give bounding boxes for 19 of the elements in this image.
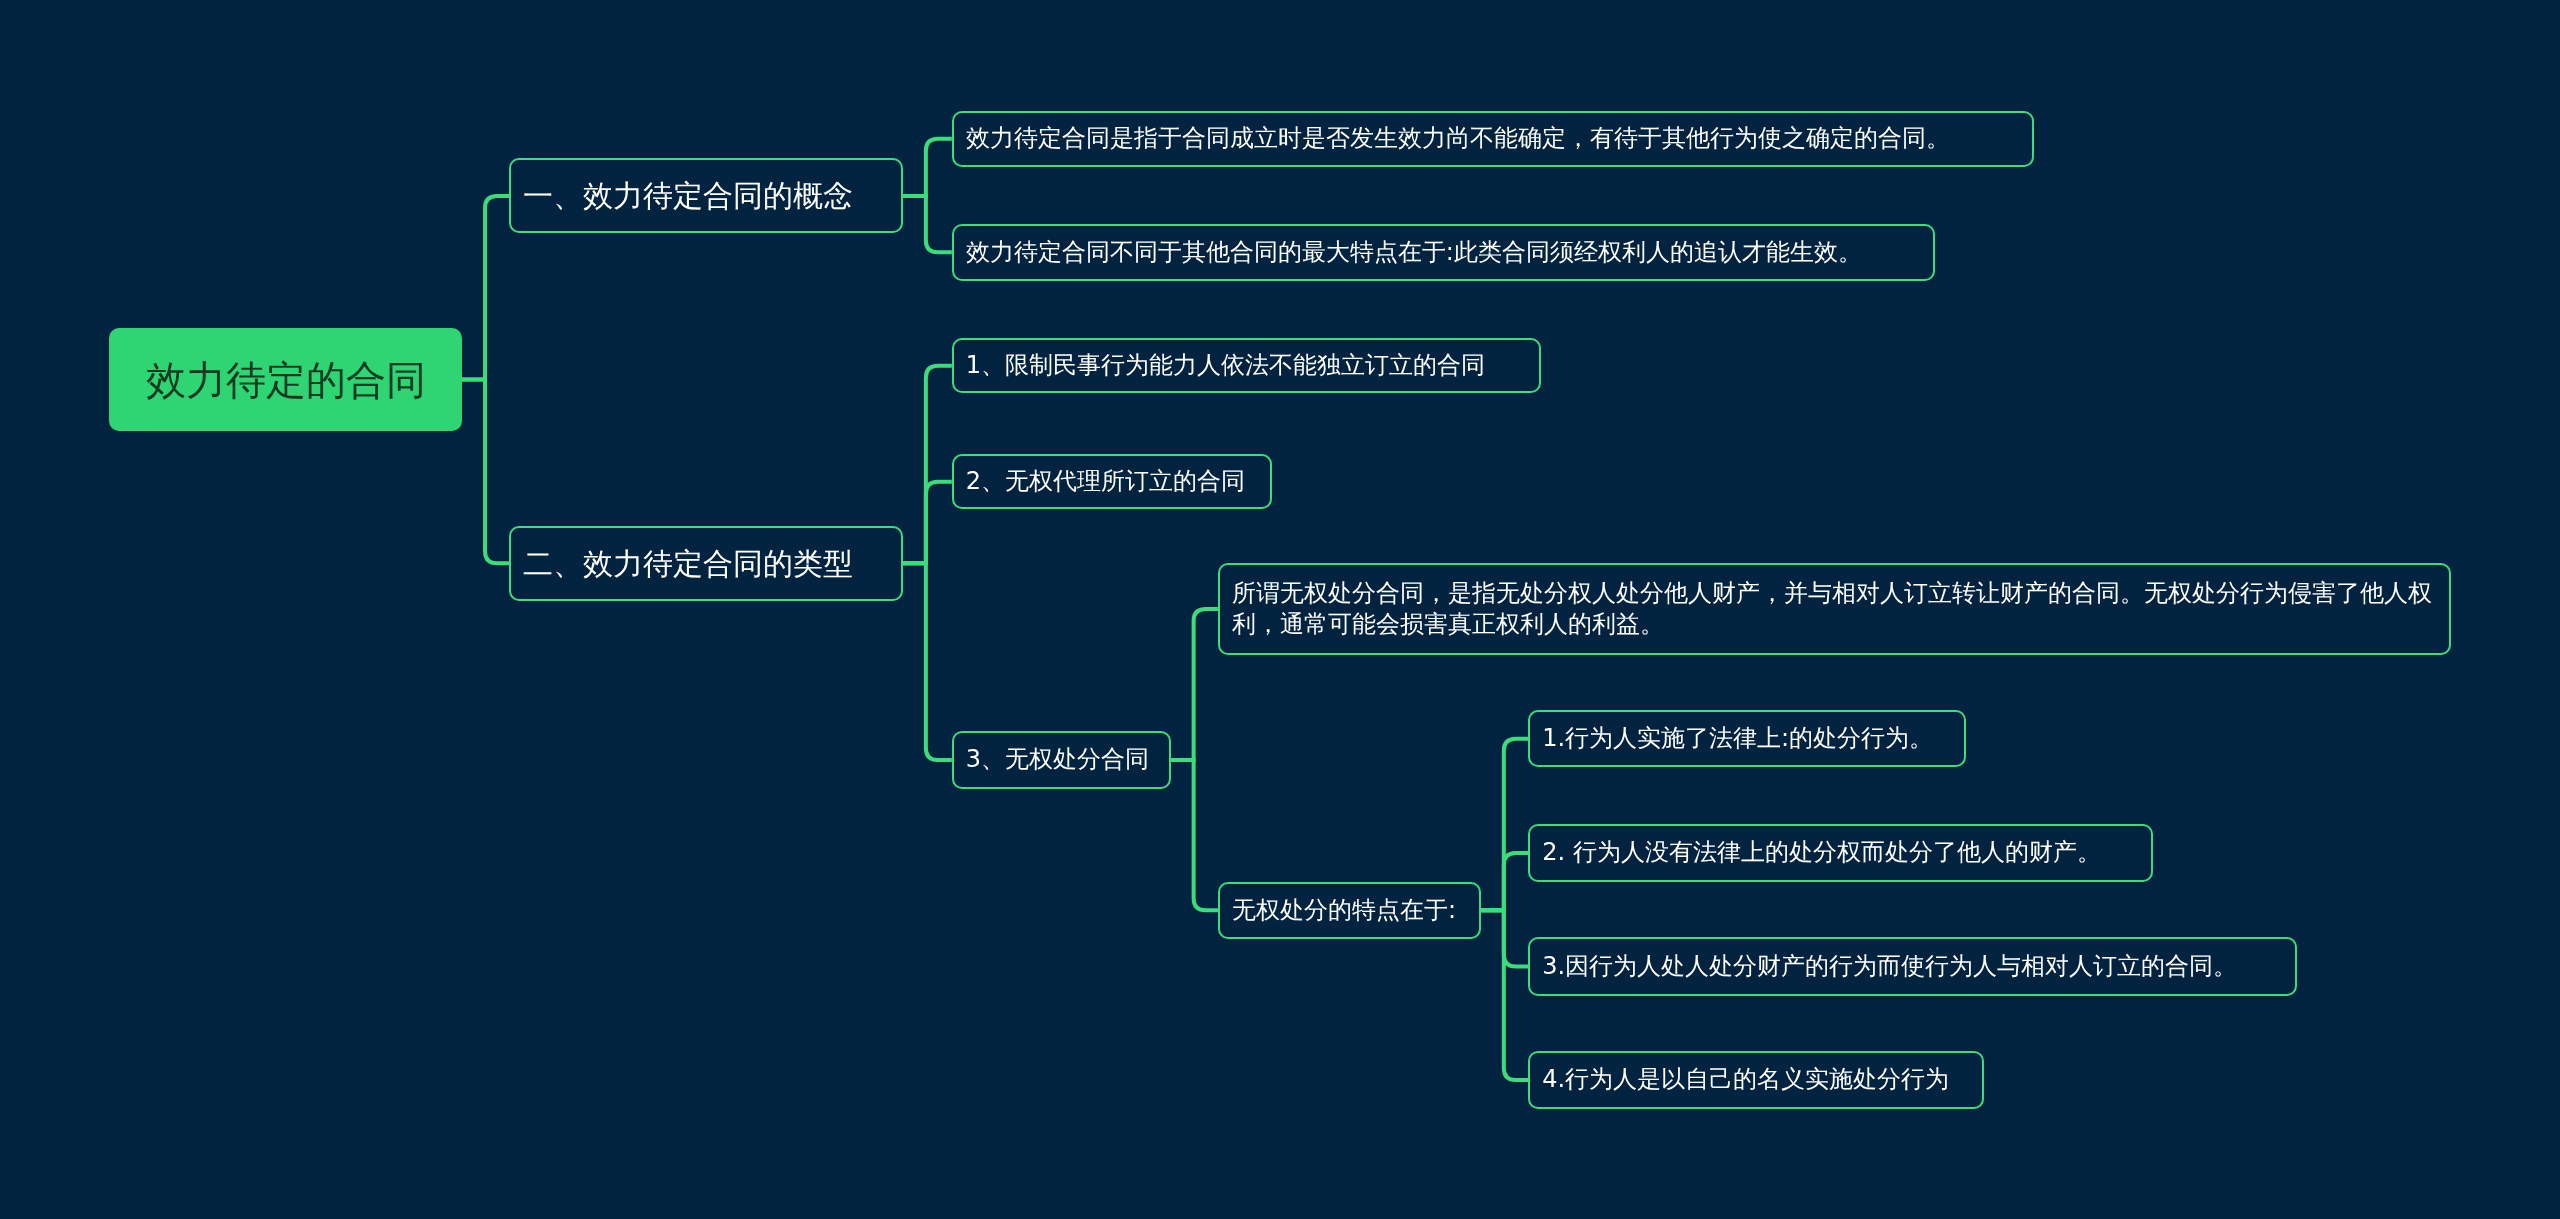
connector-line (462, 377, 510, 566)
connector-line (902, 193, 952, 255)
connector-line (902, 561, 952, 762)
subtopic-box: 效力待定合同是指于合同成立时是否发生效力尚不能确定，有待于其他行为使之确定的合同。 (951, 111, 2035, 167)
subtopic-box: 效力待定合同不同于其他合同的最大特点在于:此类合同须经权利人的追认才能生效。 (951, 223, 1935, 281)
subtopic-box: 无权处分的特点在于: (1217, 881, 1481, 939)
subtopic-box: 所谓无权处分合同，是指无处分权人处分他人财产，并与相对人订立转让财产的合同。无权处分行为侵害了他人权利，通常可能会损害真正权利人的利益。 (1217, 563, 2451, 655)
subtopic-box: 1、限制民事行为能力人依法不能独立订立的合同 (951, 337, 1542, 394)
subtopic-box: 1.行为人实施了法律上:的处分行为。 (1528, 710, 1966, 768)
connector-line (1170, 758, 1218, 913)
subtopic-box: 4.行为人是以自己的名义实施处分行为 (1528, 1051, 1984, 1109)
subtopic-box: 2、无权代理所订立的合同 (951, 453, 1272, 510)
topic-box: 一、效力待定合同的概念 (509, 158, 903, 234)
connector-line (1480, 908, 1529, 1082)
subtopic-box: 3.因行为人处人处分财产的行为而使行为人与相对人订立的合同。 (1528, 937, 2298, 996)
subtopic-box: 3、无权处分合同 (951, 731, 1171, 789)
central-topic-box: 效力待定的合同 (109, 328, 462, 431)
topic-box: 二、效力待定合同的类型 (509, 525, 903, 601)
subtopic-box: 2. 行为人没有法律上的处分权而处分了他人的财产。 (1528, 824, 2154, 882)
